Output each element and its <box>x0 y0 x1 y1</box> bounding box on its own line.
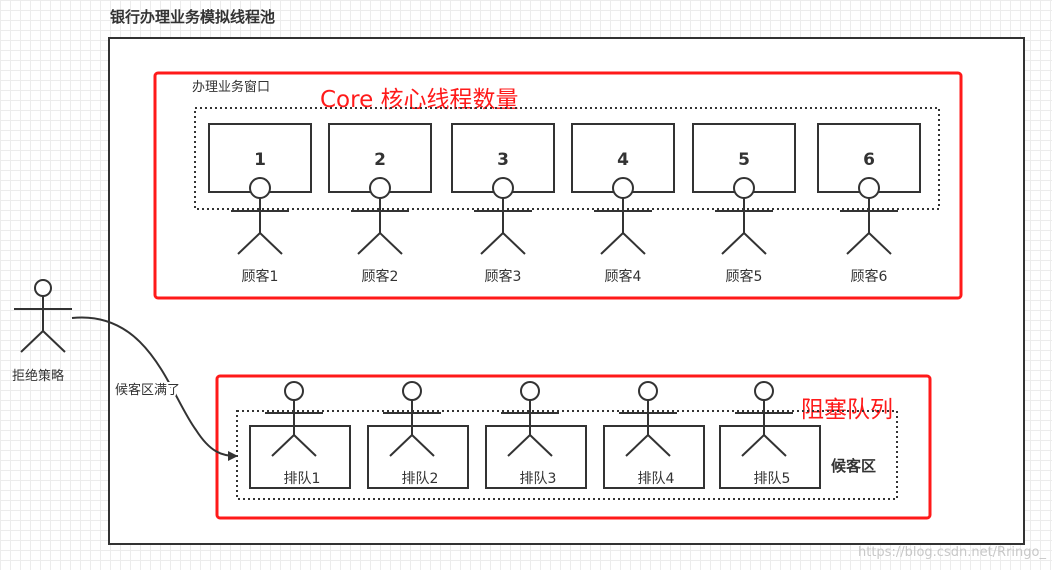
customer-figure-2 <box>351 177 409 255</box>
queue-slot-4 <box>603 425 705 489</box>
reject-policy-label: 拒绝策略 <box>12 368 64 384</box>
waiting-customer-figure-1 <box>265 381 323 457</box>
queue-slot-3 <box>485 425 587 489</box>
queue-slot-2 <box>367 425 469 489</box>
customer-figure-6 <box>840 177 898 255</box>
queue-slot-label: 排队1 <box>284 471 321 487</box>
window-area-label: 办理业务窗口 <box>192 79 270 95</box>
queue-slot-label: 排队4 <box>638 471 675 487</box>
window-number: 3 <box>497 150 509 170</box>
waiting-customer-figure-4 <box>619 381 677 457</box>
window-number: 4 <box>617 150 629 170</box>
window-number: 2 <box>374 150 386 170</box>
rejected-customer-figure <box>14 279 72 353</box>
core-threads-box <box>153 71 963 300</box>
queue-slot-1 <box>249 425 351 489</box>
window-row-boundary <box>194 107 940 210</box>
watermark: https://blog.csdn.net/Rringo_ <box>858 545 1046 560</box>
customer-figure-5 <box>715 177 773 255</box>
window-number: 1 <box>254 150 266 170</box>
customer-figure-3 <box>474 177 532 255</box>
queue-full-arrow <box>71 316 238 461</box>
customer-label: 顾客4 <box>605 268 642 285</box>
core-threads-label: Core 核心线程数量 <box>320 87 519 113</box>
diagram-title: 银行办理业务模拟线程池 <box>110 8 275 26</box>
waiting-customer-figure-5 <box>735 381 793 457</box>
queue-slot-5 <box>719 425 821 489</box>
customer-figure-4 <box>594 177 652 255</box>
blocking-queue-box <box>215 374 932 520</box>
customer-figure-1 <box>231 177 289 255</box>
customer-label: 顾客5 <box>726 268 763 285</box>
queue-slot-label: 排队2 <box>402 471 439 487</box>
window-number: 6 <box>863 150 875 170</box>
window-number: 5 <box>738 150 750 170</box>
queue-slot-label: 排队3 <box>520 471 557 487</box>
queue-full-label: 候客区满了 <box>115 382 180 398</box>
waiting-customer-figure-3 <box>501 381 559 457</box>
customer-label: 顾客2 <box>362 268 399 285</box>
customer-label: 顾客1 <box>242 268 279 285</box>
waiting-customer-figure-2 <box>383 381 441 457</box>
customer-label: 顾客3 <box>485 268 522 285</box>
queue-slot-label: 排队5 <box>754 471 791 487</box>
customer-label: 顾客6 <box>851 268 888 285</box>
waiting-area-label: 候客区 <box>831 457 876 475</box>
